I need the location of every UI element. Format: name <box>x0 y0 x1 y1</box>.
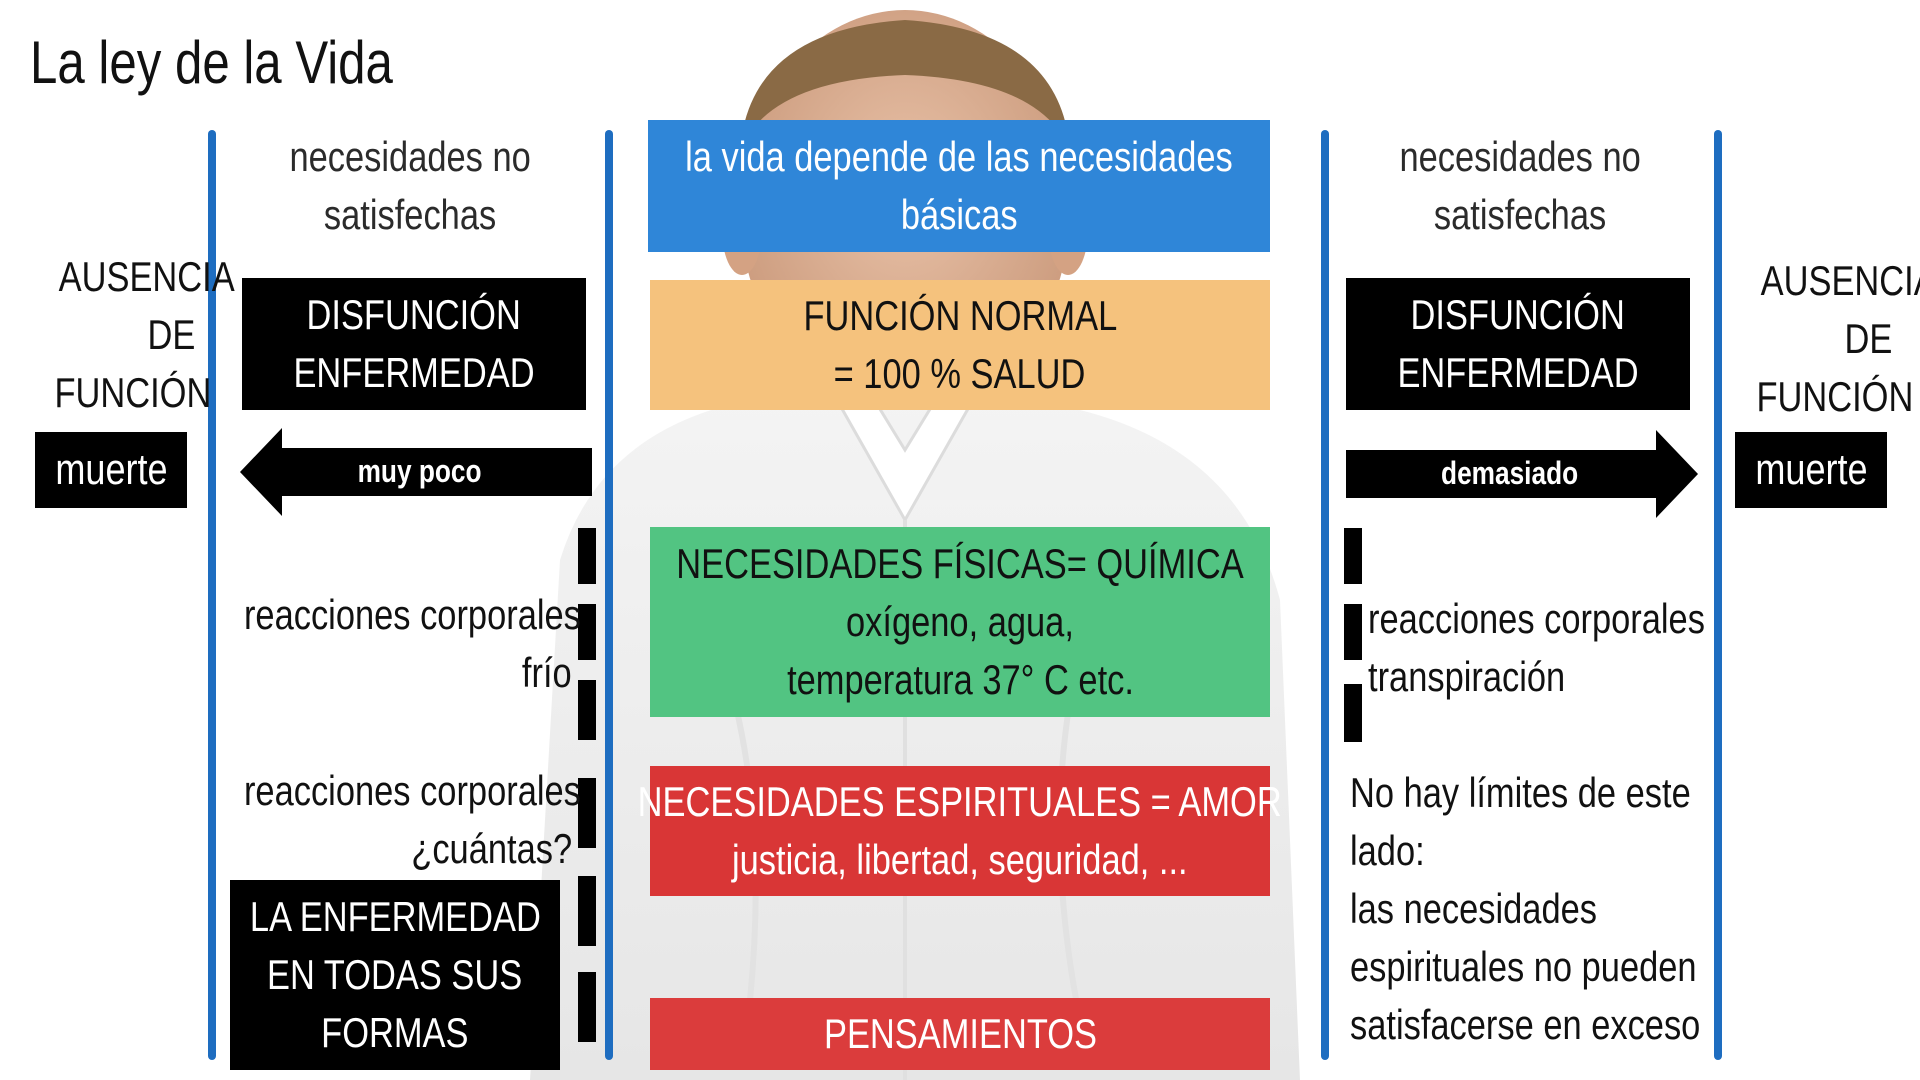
left-death-box: muerte <box>35 432 187 508</box>
thoughts-label: PENSAMIENTOS <box>823 1010 1097 1057</box>
physical-needs-line1: NECESIDADES FÍSICAS= QUÍMICA <box>676 540 1244 587</box>
left-outer-divider <box>208 130 216 1060</box>
left-dysfunction-box: DISFUNCIÓN ENFERMEDAD <box>242 278 586 410</box>
normal-function-line1: FUNCIÓN NORMAL <box>803 292 1117 339</box>
right-death-box: muerte <box>1735 432 1887 508</box>
spiritual-needs-line2: justicia, libertad, seguridad, ... <box>732 836 1188 883</box>
left-dash-1 <box>578 528 596 584</box>
left-disease-all-forms-box: LA ENFERMEDAD EN TODAS SUS FORMAS <box>230 880 560 1070</box>
right-outer-divider <box>1714 130 1722 1060</box>
spiritual-needs-line1: NECESIDADES ESPIRITUALES = AMOR <box>637 778 1283 825</box>
right-dysfunction-box: DISFUNCIÓN ENFERMEDAD <box>1346 278 1690 410</box>
right-arrow-too-much <box>1346 430 1698 518</box>
right-arrow-label: demasiado <box>1441 455 1579 491</box>
right-dash-3 <box>1344 684 1362 742</box>
right-body-reactions-sweating: reacciones corporales transpiración <box>1368 595 1705 700</box>
right-dash-1 <box>1344 528 1362 584</box>
thoughts-box: PENSAMIENTOS <box>650 998 1270 1070</box>
left-inner-divider <box>605 130 613 1060</box>
left-body-reactions-cold: reacciones corporales frío <box>243 591 581 696</box>
normal-function-line2: = 100 % SALUD <box>834 350 1086 397</box>
right-absence-of-function: AUSENCIA DE FUNCIÓN <box>1756 257 1920 420</box>
left-absence-of-function: AUSENCIA DE FUNCIÓN <box>54 253 235 416</box>
left-dash-2 <box>578 604 596 660</box>
right-no-limits-note: No hay límites de este lado: las necesid… <box>1350 769 1701 1048</box>
left-dash-3 <box>578 680 596 740</box>
physical-needs-line2: oxígeno, agua, <box>846 598 1074 645</box>
right-dash-2 <box>1344 604 1362 660</box>
left-arrow-label: muy poco <box>358 453 482 489</box>
page-title: La ley de la Vida <box>30 29 393 96</box>
left-unmet-needs: necesidades no satisfechas <box>289 133 531 238</box>
normal-function-box: FUNCIÓN NORMAL = 100 % SALUD <box>650 280 1270 410</box>
basic-needs-line2: básicas <box>900 191 1018 238</box>
left-dash-5 <box>578 876 596 946</box>
basic-needs-box: la vida depende de las necesidades básic… <box>648 120 1270 252</box>
left-body-reactions-how-many: reacciones corporales ¿cuántas? <box>243 767 581 872</box>
physical-needs-line3: temperatura 37° C etc. <box>786 656 1134 703</box>
physical-needs-box: NECESIDADES FÍSICAS= QUÍMICA oxígeno, ag… <box>650 527 1270 717</box>
left-arrow-too-little <box>240 428 592 516</box>
left-dash-6 <box>578 972 596 1042</box>
left-dash-4 <box>578 778 596 848</box>
right-inner-divider <box>1321 130 1329 1060</box>
right-unmet-needs: necesidades no satisfechas <box>1399 133 1641 238</box>
spiritual-needs-box: NECESIDADES ESPIRITUALES = AMOR justicia… <box>638 766 1282 896</box>
basic-needs-line1: la vida depende de las necesidades <box>685 133 1233 180</box>
